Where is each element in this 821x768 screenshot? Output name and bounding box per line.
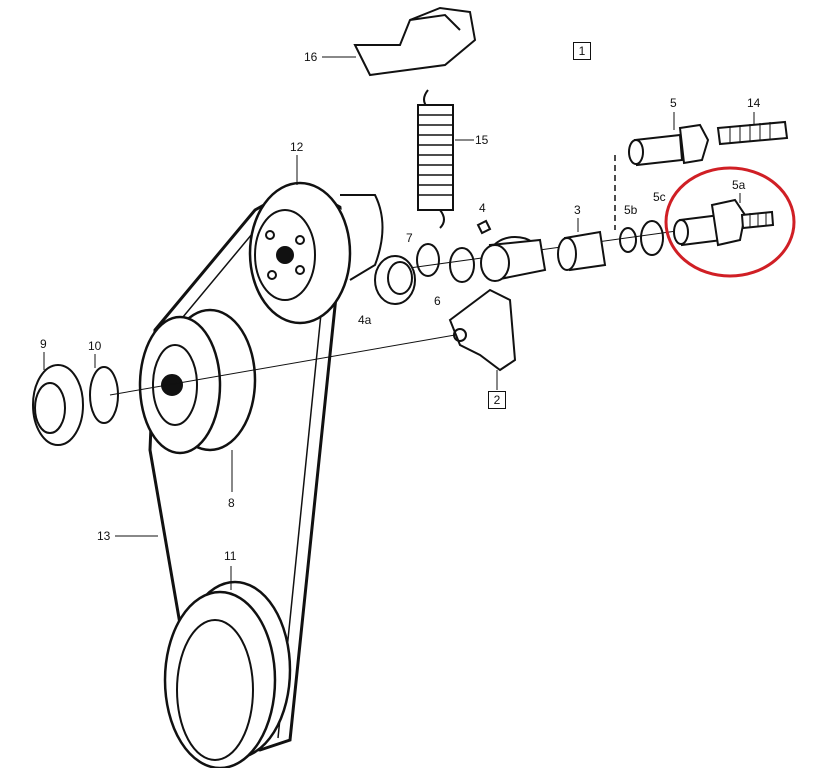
label-5b: 5b <box>624 203 638 217</box>
label-8: 8 <box>228 496 235 510</box>
group-label-1: 1 <box>573 42 591 60</box>
pivot-pin-5 <box>614 112 710 230</box>
highlight-circle-5a <box>664 166 796 278</box>
label-5: 5 <box>670 96 677 110</box>
group-label-2: 2 <box>488 391 506 409</box>
washer-6 <box>449 247 475 283</box>
label-6: 6 <box>434 294 441 308</box>
tension-arm-2 <box>448 236 547 390</box>
circlip-7 <box>416 243 440 277</box>
label-15: 15 <box>475 133 489 147</box>
bracket-16 <box>322 6 477 77</box>
ring-5b <box>619 227 637 253</box>
spring-15 <box>417 89 474 229</box>
axis-line-upper <box>394 224 721 271</box>
pulley-8 <box>138 308 257 492</box>
label-12: 12 <box>290 140 304 154</box>
axis-line <box>109 334 456 396</box>
label-5c: 5c <box>653 190 666 204</box>
label-7: 7 <box>406 231 413 245</box>
label-4: 4 <box>479 201 486 215</box>
label-5a: 5a <box>732 178 746 192</box>
label-16: 16 <box>304 50 318 64</box>
label-3: 3 <box>574 203 581 217</box>
bushing-3 <box>557 218 607 272</box>
label-14: 14 <box>747 96 761 110</box>
seal-4a <box>374 255 416 305</box>
ring-5c <box>640 220 664 256</box>
cap-9 <box>32 352 84 446</box>
label-9: 9 <box>40 337 47 351</box>
label-13: 13 <box>97 529 111 543</box>
label-4a: 4a <box>358 313 372 327</box>
stud-14 <box>716 112 789 146</box>
pulley-12 <box>248 155 384 325</box>
pivot-pin-5a <box>673 193 775 247</box>
circlip-10 <box>89 354 119 424</box>
grease-nipple-4 <box>476 219 492 235</box>
label-10: 10 <box>88 339 102 353</box>
label-11: 11 <box>224 549 237 563</box>
pulley-11 <box>163 566 292 768</box>
